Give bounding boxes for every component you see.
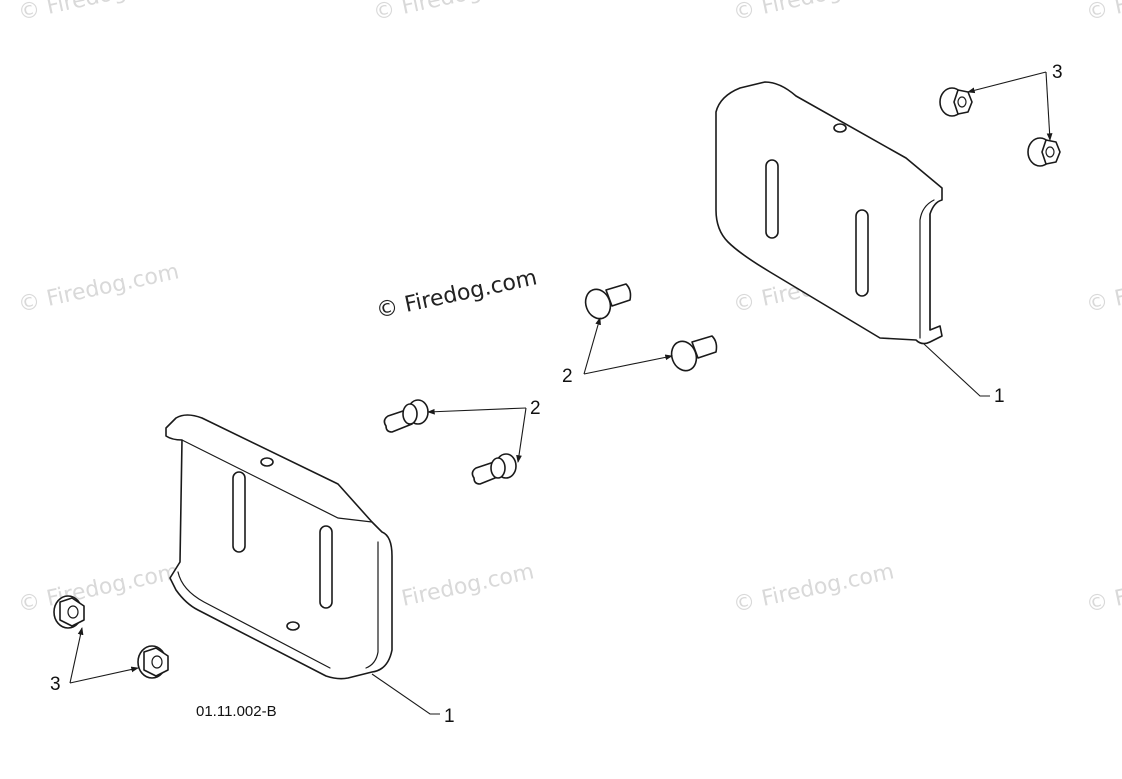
drawing-code: 01.11.002-B — [196, 703, 277, 720]
watermark-text: © Firedog.com — [371, 0, 536, 26]
callout-label-carriage-bolts: 2 — [562, 366, 573, 387]
flange-bolt — [383, 399, 429, 433]
callout-label-shoe-right: 1 — [994, 386, 1005, 407]
watermark-text: © Firedog.com — [731, 0, 896, 26]
callout-label-shoe-left: 1 — [444, 706, 455, 727]
flange-nut — [1027, 137, 1061, 167]
watermark-center: © Firedog.com — [374, 265, 539, 323]
watermark-text: © Firedog.com — [16, 0, 181, 26]
leader-lines — [69, 71, 1053, 715]
watermark-text: © Firedog.com — [371, 559, 536, 617]
watermark-text: © Firedog.com — [731, 559, 896, 617]
skid-shoe-left — [165, 414, 393, 680]
callout-label-nuts-left: 3 — [50, 674, 61, 695]
watermark-text: © Firedog.com — [1084, 259, 1122, 317]
skid-shoe-right — [715, 81, 943, 345]
carriage-bolt — [670, 335, 718, 372]
watermark-text: © Firedog.com — [1084, 559, 1122, 617]
watermark-text: © Firedog.com — [16, 559, 181, 617]
watermark-text: © Firedog.com — [1084, 0, 1122, 26]
carriage-bolt — [584, 283, 632, 320]
watermark-text: © Firedog.com — [16, 259, 181, 317]
callout-label-nuts-right: 3 — [1052, 62, 1063, 83]
callout-label-flange-bolts: 2 — [530, 398, 541, 419]
flange-nut — [53, 595, 85, 629]
flange-bolt — [471, 453, 517, 485]
flange-nut — [939, 87, 973, 117]
flange-nut — [137, 645, 169, 679]
